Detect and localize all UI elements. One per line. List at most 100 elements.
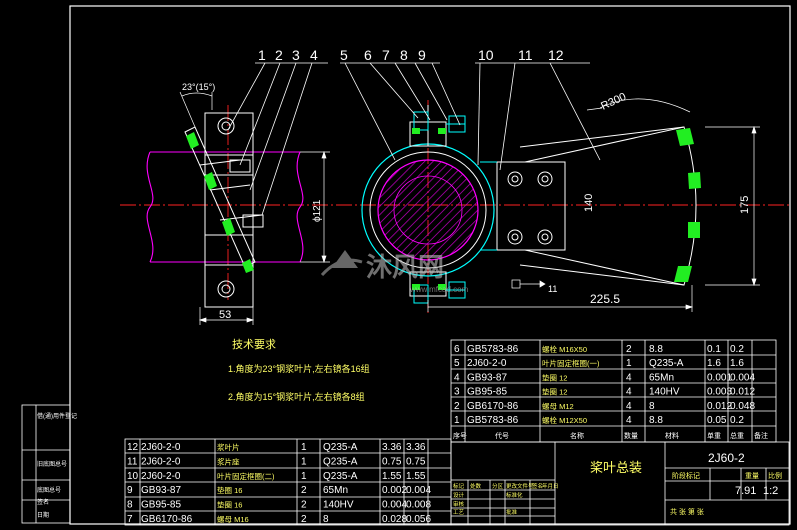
balloon-1: 1 xyxy=(258,47,266,63)
green-pads-center xyxy=(412,128,446,290)
bom-lower-r2-qty: 1 xyxy=(301,471,307,482)
bom-lower-r3-total-wt: 0.004 xyxy=(406,485,431,496)
dim-175-lines xyxy=(705,125,760,287)
green-pads-left xyxy=(186,132,254,273)
bom-upper-r2-name: 垫圈 12 xyxy=(542,372,567,382)
bom-upper-r5-unit-wt: 0.05 xyxy=(707,415,727,426)
balloon-4: 4 xyxy=(310,47,318,63)
title-scale-label: 比例 xyxy=(768,471,782,480)
bom-lower-r1-qty: 1 xyxy=(301,456,307,467)
bom-lower-r2-code: 2J60-2-0 xyxy=(141,471,181,482)
bom-lower-r3-no: 9 xyxy=(127,485,133,496)
bom-upper-r3-qty: 4 xyxy=(626,387,632,398)
bom-upper-r2-qty: 4 xyxy=(626,372,632,383)
bom-lower-r0-name: 浆叶片 xyxy=(217,442,240,452)
title-weight: 7.91 xyxy=(735,485,756,497)
title-rowlabel-4: 签名 xyxy=(532,482,543,490)
leaders-5-12 xyxy=(340,62,601,171)
bom-upper-r1-qty: 1 xyxy=(626,358,632,369)
left-filing-strip xyxy=(21,404,71,524)
bom-upper-r3-material: 140HV xyxy=(649,387,680,398)
bom-upper-r0-qty: 2 xyxy=(626,344,632,355)
holder-bolt-holes xyxy=(507,171,553,245)
dim-r300-text: R300 xyxy=(599,91,628,113)
bom-lower-r2-material: Q235-A xyxy=(323,471,358,482)
title-block-grid xyxy=(450,441,790,526)
bom-lower-r4-total-wt: 0.008 xyxy=(406,500,431,511)
title-name: 桨叶总装 xyxy=(590,460,642,475)
bom-upper-r3-name: 垫圈 12 xyxy=(542,387,567,397)
balloon-11: 11 xyxy=(518,47,533,63)
bom-upper-r2-material: 65Mn xyxy=(649,372,674,383)
tech-title: 技术要求 xyxy=(232,338,276,351)
dim-11-lines xyxy=(511,279,546,289)
title-staff-4: 批准 xyxy=(506,508,518,516)
bom-lower-r0-total-wt: 3.36 xyxy=(406,442,426,453)
strip-label-3: 签名 xyxy=(37,498,49,506)
bom-lower-r5-code: GB6170-86 xyxy=(141,514,193,525)
strip-label-1: 旧底图总号 xyxy=(37,460,67,468)
strip-label-0: 借(通)用件登记 xyxy=(37,412,77,420)
bom-lower-r1-unit-wt: 0.75 xyxy=(382,456,402,467)
bom-lower-r1-no: 11 xyxy=(127,456,138,467)
bom-upper-r1-unit-wt: 1.6 xyxy=(707,358,721,369)
title-code: 2J60-2 xyxy=(708,451,745,465)
bom-upper-head-2: 名称 xyxy=(570,431,584,440)
bom-lower-r5-material: 8 xyxy=(323,514,329,525)
bom-lower-r1-code: 2J60-2-0 xyxy=(141,456,181,467)
paddle-blade xyxy=(519,126,697,286)
bom-upper-r2-total-wt: 0.004 xyxy=(730,372,755,383)
bom-upper-r5-material: 8.8 xyxy=(649,415,663,426)
bom-upper-r0-name: 螺栓 M16X50 xyxy=(542,344,587,354)
bom-lower-r2-total-wt: 1.55 xyxy=(406,471,426,482)
bom-lower-r1-total-wt: 0.75 xyxy=(406,456,426,467)
bom-lower-r5-no: 7 xyxy=(127,514,133,525)
dim-53-text: 53 xyxy=(219,309,231,321)
bom-upper-head-5: 单重 xyxy=(707,431,721,440)
balloon-10: 10 xyxy=(478,47,494,63)
dim-53-lines xyxy=(198,307,255,325)
title-rowlabel-2: 分区 xyxy=(492,482,504,490)
bom-upper-head-0: 序号 xyxy=(453,431,467,440)
bom-lower-r4-name: 垫圈 16 xyxy=(217,500,242,510)
bom-lower-r1-material: Q235-A xyxy=(323,456,358,467)
bom-upper-r5-code: GB5783-86 xyxy=(467,415,519,426)
watermark-text: 沐风网 xyxy=(366,252,444,282)
title-scale: 1:2 xyxy=(763,485,778,497)
dim-140-text: 140 xyxy=(583,194,595,212)
bom-lower-r3-code: GB93-87 xyxy=(141,485,181,496)
bom-upper-r5-qty: 4 xyxy=(626,415,632,426)
watermark-url: www.mfcad.com xyxy=(409,285,469,294)
bom-lower-r0-material: Q235-A xyxy=(323,442,358,453)
clamp-block xyxy=(204,112,254,308)
title-staff-0: 设计 xyxy=(453,491,465,499)
bom-lower-r5-qty: 2 xyxy=(301,514,307,525)
sheet-border xyxy=(69,5,791,525)
bom-upper-r3-total-wt: 0.012 xyxy=(730,387,755,398)
bom-lower-r3-name: 垫圈 16 xyxy=(217,485,242,495)
bom-lower-r4-qty: 2 xyxy=(301,500,307,511)
bom-lower-grid xyxy=(124,438,452,526)
bom-lower-r4-unit-wt: 0.004 xyxy=(382,500,407,511)
bom-upper-r4-no: 2 xyxy=(454,401,460,412)
watermark-logo xyxy=(320,250,363,277)
bom-upper-r1-no: 5 xyxy=(454,358,460,369)
bom-upper-r5-no: 1 xyxy=(454,415,460,426)
bom-upper-r2-unit-wt: 0.001 xyxy=(707,372,732,383)
bom-lower-r0-qty: 1 xyxy=(301,442,307,453)
balloon-6: 6 xyxy=(364,47,372,63)
bom-lower-r2-name: 叶片固定框圈(二) xyxy=(217,471,275,481)
title-sheet-label: 共 张 第 张 xyxy=(670,507,704,516)
balloon-2: 2 xyxy=(275,47,283,63)
title-rowlabel-0: 标记 xyxy=(453,482,465,490)
bom-upper-r4-total-wt: 0.048 xyxy=(730,401,755,412)
title-rowlabel-3: 更改文件号 xyxy=(506,482,534,490)
bom-upper-r0-total-wt: 0.2 xyxy=(730,344,744,355)
bom-upper-r0-unit-wt: 0.1 xyxy=(707,344,721,355)
bom-upper-r3-code: GB95-85 xyxy=(467,387,507,398)
bom-lower-r1-name: 浆片座 xyxy=(217,456,240,466)
bom-upper-head-3: 数量 xyxy=(624,431,638,440)
strip-label-2: 底图总号 xyxy=(37,486,61,494)
